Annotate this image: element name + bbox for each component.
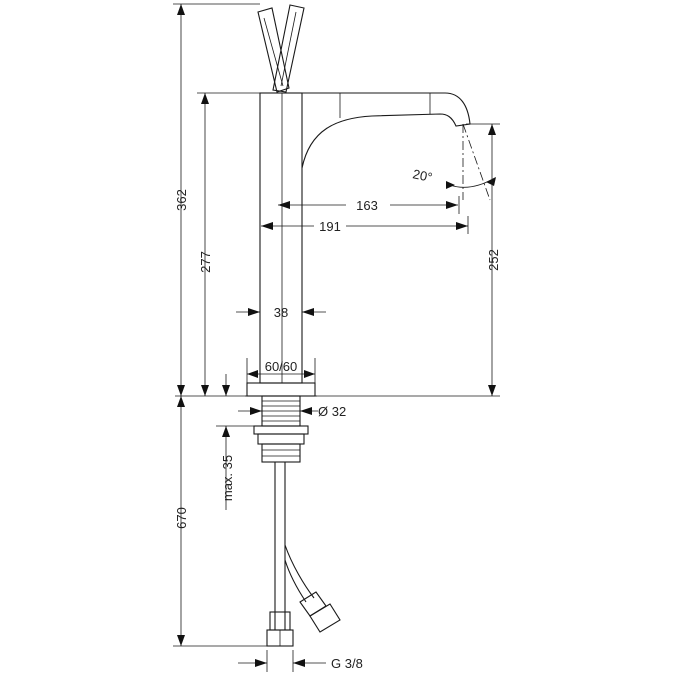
dimension-arrow-icon [446,201,458,209]
dimension-spout-projection: 163 [278,196,460,214]
dimension-outlet-height: 252 [466,123,501,396]
dimension-total-height: 362 [173,3,260,396]
dimension-arrow-icon [222,385,230,396]
dimension-arrow-icon [201,385,209,396]
dimension-arrow-icon [300,407,312,415]
dimension-arrow-icon [488,124,496,135]
dimension-arrow-icon [456,222,468,230]
dimension-arrow-icon [304,370,315,378]
dimension-arrow-icon [177,385,185,396]
spout-angle-label: 20° [411,166,433,185]
dimension-arrow-icon [222,426,230,437]
dimension-spout-height: 277 [197,92,260,396]
supply-hoses [266,462,341,647]
spout-projection-label: 163 [356,198,378,213]
dimension-arrow-icon [247,370,258,378]
dimension-arrow-icon [261,222,273,230]
dimension-arrow-icon [278,201,290,209]
dimension-arrow-icon [250,407,262,415]
dimension-spout-reach: 191 [261,216,469,234]
max-deck-label: max. 35 [220,455,235,501]
dimension-arrow-icon [201,93,209,104]
spray-angle-detail: 20° [411,123,496,201]
dimension-shank-diameter: Ø 32 [238,404,346,419]
body-width-label: 38 [274,305,288,320]
dimension-arrow-icon [302,308,314,316]
dimension-arrow-icon [177,396,185,407]
dimension-deck-arrow [222,374,230,396]
dimension-body-width: 38 [236,304,326,320]
dimension-arrow-icon [488,385,496,396]
dimension-arrow-icon [248,308,260,316]
threaded-shank [253,395,309,463]
dimension-hose-length: 670 [173,396,267,647]
dimension-arrow-icon [177,635,185,646]
shank-diameter-label: Ø 32 [318,404,346,419]
dimension-arrow-icon [177,4,185,15]
dimension-max-deck: max. 35 [216,425,262,510]
dimension-connection-thread: G 3/8 [238,650,363,672]
dimension-arrow-icon [255,659,267,667]
total-height-label: 362 [174,189,189,211]
outlet-height-label: 252 [486,249,501,271]
spout-reach-label: 191 [319,219,341,234]
base-size-label: 60/60 [265,359,298,374]
connection-thread-label: G 3/8 [331,656,363,671]
hose-length-label: 670 [174,507,189,529]
dimension-arrow-icon [293,659,305,667]
spout-height-label: 277 [198,251,213,273]
dimension-base-size: 60/60 [246,358,316,383]
